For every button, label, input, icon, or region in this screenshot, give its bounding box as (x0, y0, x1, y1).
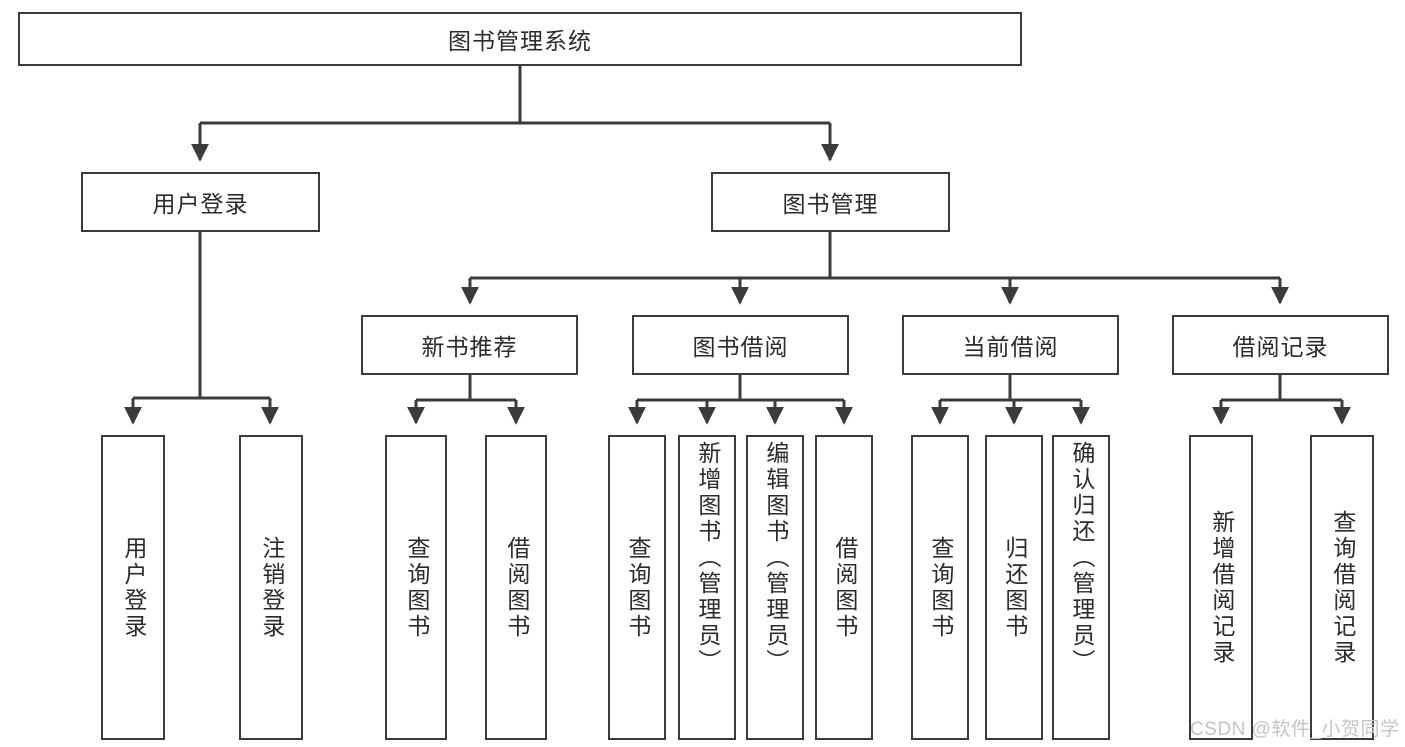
node-borrow-records-label: 借阅记录 (1232, 334, 1329, 360)
leaf-return-books[interactable]: 归还图书 (985, 435, 1043, 740)
leaf-borrow-books-borrow-label: 借阅图书 (831, 535, 858, 640)
leaf-return-books-label: 归还图书 (1001, 535, 1028, 640)
node-book-borrow-label: 图书借阅 (692, 334, 789, 360)
leaf-query-books-recommend[interactable]: 查询图书 (385, 435, 447, 740)
leaf-user-login-label: 用户登录 (120, 535, 147, 640)
leaf-add-book-admin-label: 新增图书（管理员） (694, 441, 721, 675)
node-current-borrow-label: 当前借阅 (962, 334, 1059, 360)
node-borrow-records[interactable]: 借阅记录 (1172, 315, 1389, 375)
node-user-login-label: 用户登录 (152, 191, 249, 217)
node-new-book-recommend[interactable]: 新书推荐 (361, 315, 578, 375)
leaf-add-book-admin[interactable]: 新增图书（管理员） (678, 435, 736, 740)
leaf-borrow-books-recommend[interactable]: 借阅图书 (485, 435, 547, 740)
leaf-confirm-return-admin-label: 确认归还（管理员） (1068, 441, 1095, 675)
leaf-edit-book-admin-label: 编辑图书（管理员） (762, 441, 789, 675)
leaf-query-books-borrow-label: 查询图书 (624, 535, 651, 640)
leaf-add-borrow-record[interactable]: 新增借阅记录 (1189, 435, 1253, 740)
leaf-query-borrow-record-label: 查询借阅记录 (1329, 509, 1356, 666)
leaf-query-books-recommend-label: 查询图书 (403, 535, 430, 640)
node-book-management[interactable]: 图书管理 (711, 172, 950, 232)
leaf-logout-label: 注销登录 (258, 535, 285, 640)
node-current-borrow[interactable]: 当前借阅 (902, 315, 1119, 375)
leaf-logout[interactable]: 注销登录 (239, 435, 303, 740)
node-new-book-recommend-label: 新书推荐 (421, 334, 518, 360)
node-book-management-label: 图书管理 (782, 191, 879, 217)
leaf-query-books-current-label: 查询图书 (927, 535, 954, 640)
leaf-add-borrow-record-label: 新增借阅记录 (1208, 509, 1235, 666)
leaf-confirm-return-admin[interactable]: 确认归还（管理员） (1052, 435, 1110, 740)
leaf-edit-book-admin[interactable]: 编辑图书（管理员） (746, 435, 804, 740)
leaf-borrow-books-recommend-label: 借阅图书 (503, 535, 530, 640)
node-root[interactable]: 图书管理系统 (18, 12, 1022, 66)
node-root-label: 图书管理系统 (448, 28, 592, 54)
leaf-borrow-books-borrow[interactable]: 借阅图书 (815, 435, 873, 740)
node-user-login[interactable]: 用户登录 (81, 172, 320, 232)
leaf-user-login[interactable]: 用户登录 (101, 435, 165, 740)
leaf-query-books-current[interactable]: 查询图书 (911, 435, 969, 740)
leaf-query-books-borrow[interactable]: 查询图书 (608, 435, 666, 740)
leaf-query-borrow-record[interactable]: 查询借阅记录 (1310, 435, 1374, 740)
node-book-borrow[interactable]: 图书借阅 (632, 315, 849, 375)
